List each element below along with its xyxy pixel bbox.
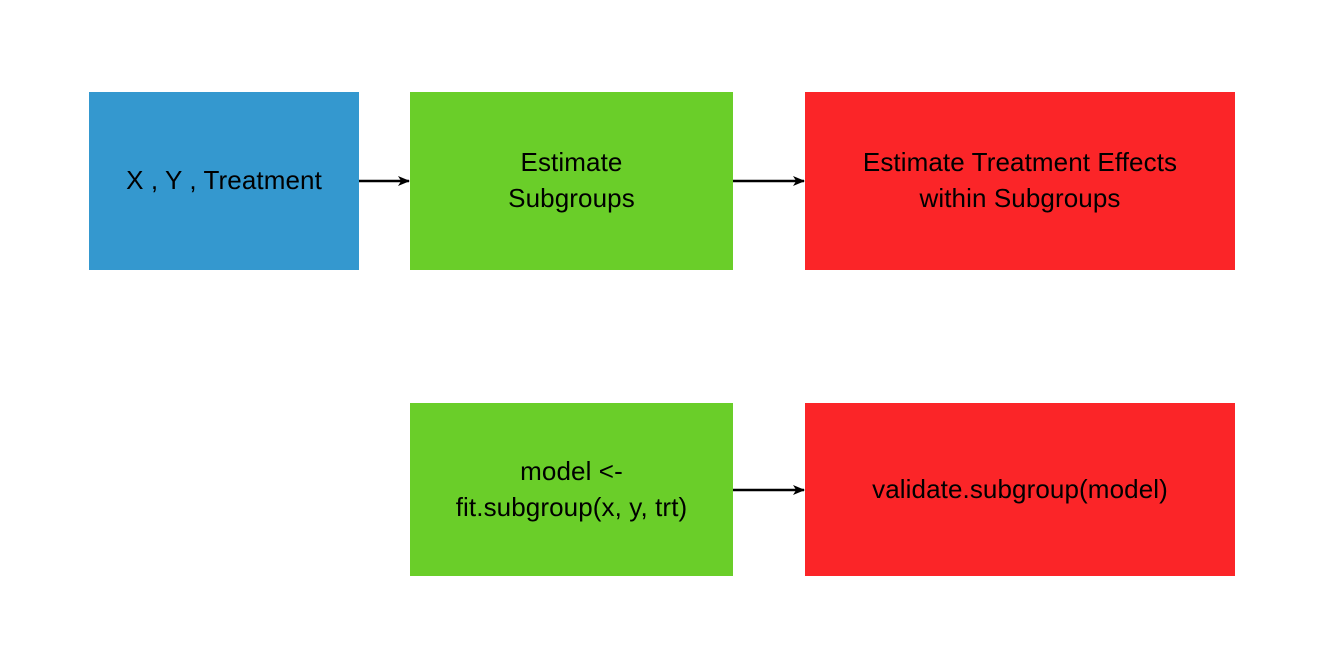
node-input-data-label: X , Y , Treatment <box>126 165 322 196</box>
node-fit-subgroup-call-label: model <- fit.subgroup(x, y, trt) <box>455 455 688 522</box>
node-fit-subgroup-call[interactable]: model <- fit.subgroup(x, y, trt) <box>410 403 733 576</box>
node-validate-subgroup-call[interactable]: validate.subgroup(model) <box>805 403 1235 576</box>
node-validate-subgroup-call-label: validate.subgroup(model) <box>872 473 1168 504</box>
node-input-data[interactable]: X , Y , Treatment <box>89 92 359 270</box>
node-estimate-subgroups-label: Estimate Subgroups <box>508 147 635 213</box>
node-estimate-treatment-effects-label: Estimate Treatment Effects within Subgro… <box>862 147 1178 213</box>
node-estimate-subgroups[interactable]: Estimate Subgroups <box>410 92 733 270</box>
node-estimate-treatment-effects[interactable]: Estimate Treatment Effects within Subgro… <box>805 92 1235 270</box>
